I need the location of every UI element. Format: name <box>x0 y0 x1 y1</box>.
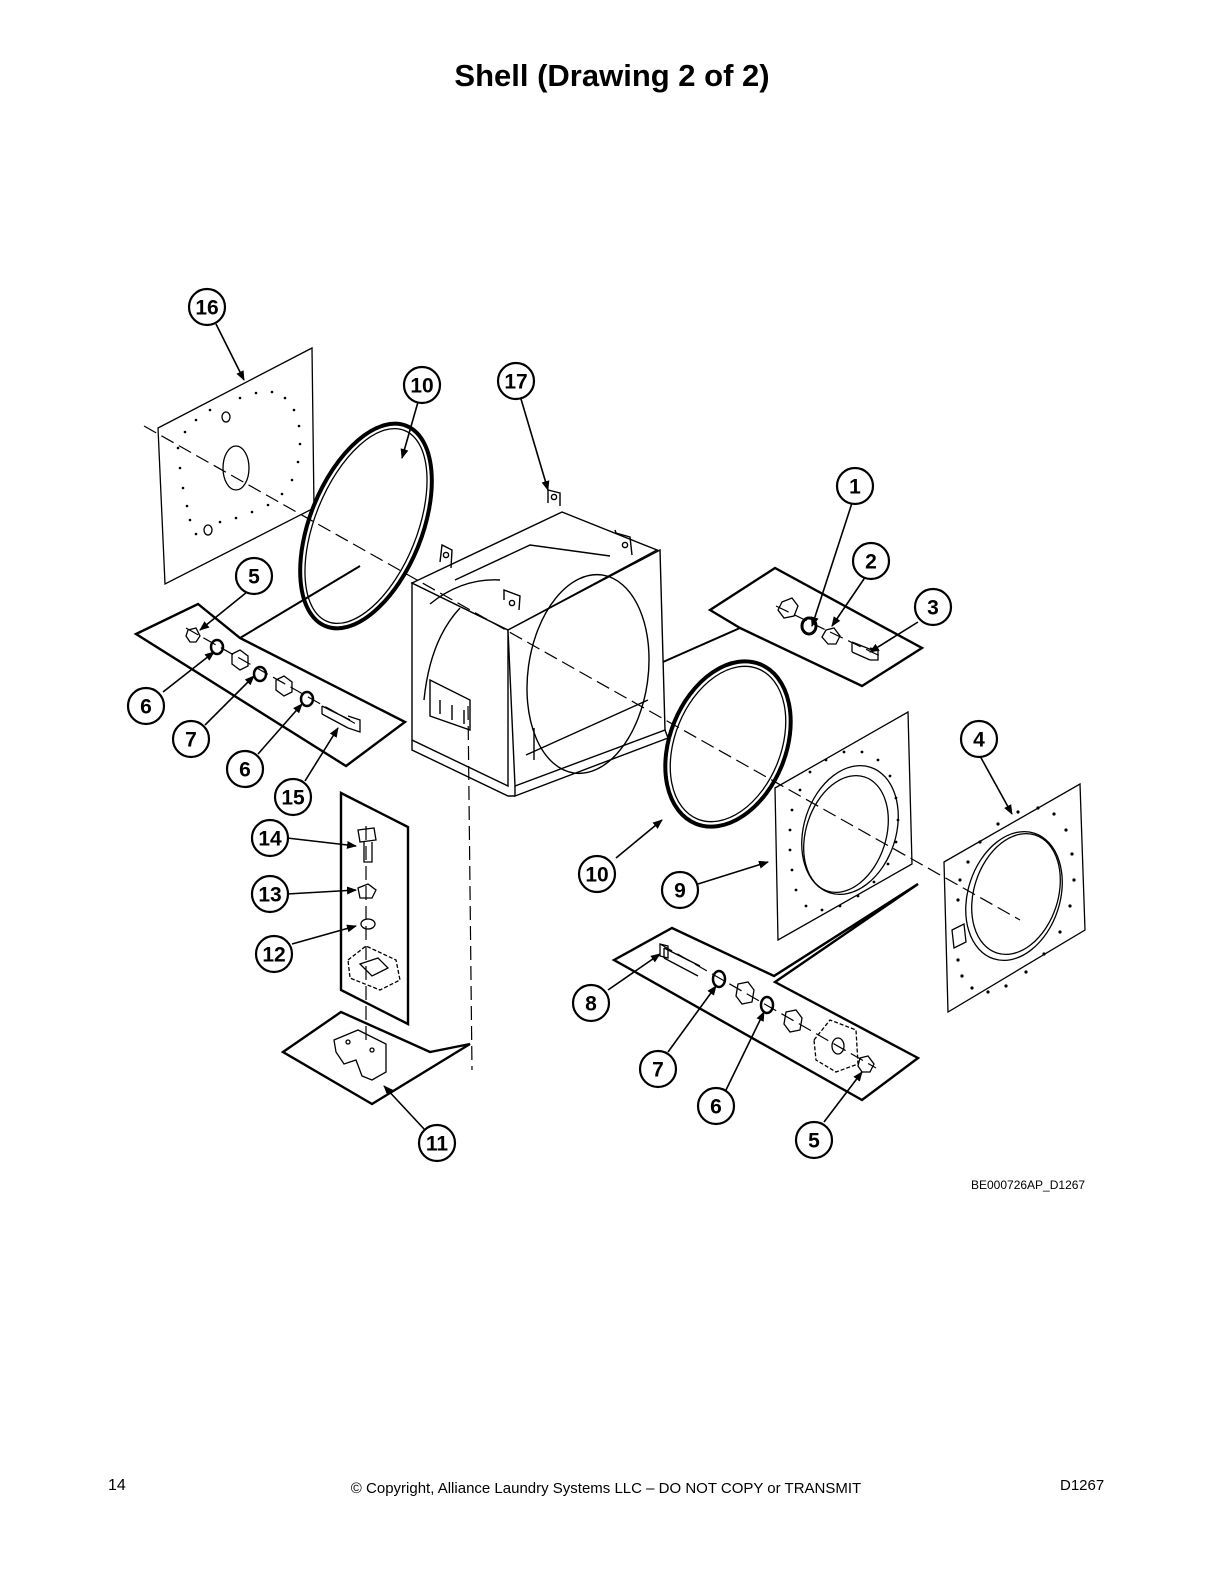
svg-text:17: 17 <box>504 371 527 394</box>
callout-16: 16 <box>187 287 227 327</box>
foot-hardware-parts <box>347 827 401 991</box>
page-number: 14 <box>108 1477 126 1494</box>
callout-1: 1 <box>835 466 875 506</box>
foot-detail-box <box>280 1010 471 1106</box>
callout-7-right: 7 <box>638 1049 678 1089</box>
rear-gasket-ring <box>298 421 434 631</box>
svg-text:4: 4 <box>973 729 985 752</box>
svg-text:6: 6 <box>710 1096 722 1119</box>
callout-3: 3 <box>913 587 953 627</box>
callout-15: 15 <box>273 777 313 817</box>
front-panel <box>943 782 1086 1014</box>
centerlines <box>143 425 1021 1071</box>
callout-5-left: 5 <box>234 556 274 596</box>
rear-hardware-detail-box <box>662 566 925 688</box>
svg-text:1: 1 <box>849 476 861 499</box>
callout-8: 8 <box>571 983 611 1023</box>
callout-6-left-b: 6 <box>225 749 265 789</box>
svg-text:10: 10 <box>410 375 433 398</box>
svg-text:13: 13 <box>258 884 281 907</box>
svg-text:14: 14 <box>258 828 282 851</box>
callout-6-left-a: 6 <box>126 686 166 726</box>
callout-13: 13 <box>250 874 290 914</box>
svg-text:11: 11 <box>426 1133 449 1156</box>
foot-hardware-detail-box <box>339 791 410 1026</box>
svg-text:16: 16 <box>195 297 218 320</box>
leader-lines <box>162 323 1013 1131</box>
copyright-notice: © Copyright, Alliance Laundry Systems LL… <box>350 1480 862 1497</box>
rear-hardware-parts <box>777 597 879 661</box>
callout-4: 4 <box>959 719 999 759</box>
callout-9: 9 <box>660 870 700 910</box>
callout-10-rear: 10 <box>402 365 442 405</box>
front-flange-panel <box>774 710 913 942</box>
svg-text:3: 3 <box>927 597 939 620</box>
svg-text:8: 8 <box>585 993 597 1016</box>
callout-2: 2 <box>851 541 891 581</box>
callouts: 16 10 17 1 2 3 5 6 7 6 15 4 14 13 12 10 … <box>126 287 999 1163</box>
callout-5-right: 5 <box>794 1120 834 1160</box>
left-hardware-parts <box>185 627 361 733</box>
svg-text:15: 15 <box>281 787 305 810</box>
svg-text:10: 10 <box>585 864 608 887</box>
front-gasket-ring <box>663 659 793 829</box>
svg-text:12: 12 <box>262 944 285 967</box>
svg-text:6: 6 <box>239 759 251 782</box>
svg-text:9: 9 <box>674 880 686 903</box>
svg-text:7: 7 <box>652 1059 664 1082</box>
drawing-code: BE000726AP_D1267 <box>971 1178 1086 1192</box>
callout-17: 17 <box>496 361 536 401</box>
left-hardware-detail-box <box>133 565 408 768</box>
callout-6-right: 6 <box>696 1086 736 1126</box>
callout-10-front: 10 <box>577 854 617 894</box>
svg-text:5: 5 <box>808 1130 820 1153</box>
document-id: D1267 <box>1060 1477 1105 1494</box>
callout-7-left: 7 <box>171 719 211 759</box>
shell-body <box>410 489 669 798</box>
svg-text:2: 2 <box>865 551 877 574</box>
callout-11: 11 <box>417 1123 457 1163</box>
front-hardware-detail-box <box>611 882 921 1102</box>
page-title: Shell (Drawing 2 of 2) <box>454 58 770 93</box>
callout-12: 12 <box>254 934 294 974</box>
svg-text:7: 7 <box>185 729 197 752</box>
rear-panel <box>157 346 315 586</box>
foot-bracket <box>333 1029 387 1081</box>
front-hardware-parts <box>659 943 875 1073</box>
svg-text:5: 5 <box>248 566 260 589</box>
svg-text:6: 6 <box>140 696 152 719</box>
callout-14: 14 <box>250 818 290 858</box>
